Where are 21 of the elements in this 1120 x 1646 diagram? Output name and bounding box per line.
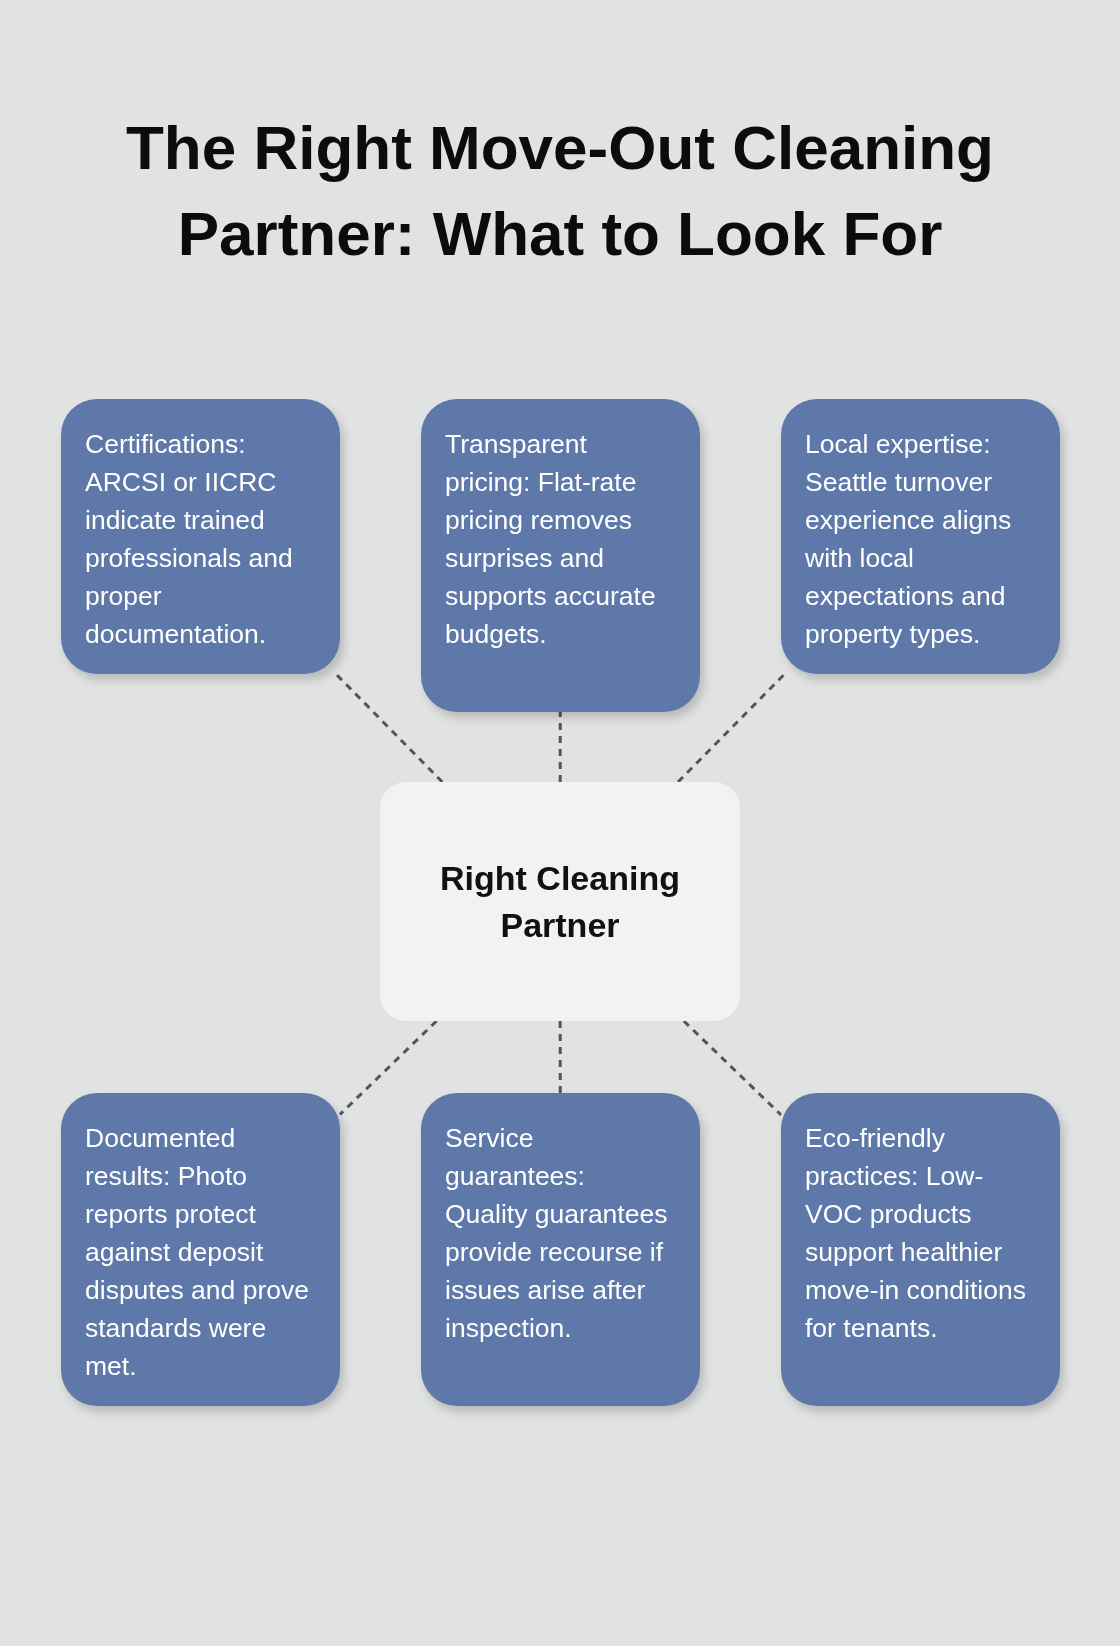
dashed-connector [558, 712, 562, 782]
feature-card [421, 399, 700, 712]
card-text: Transparent pricing: Flat-rate pricing removes surprises and supports accurate budgets. [445, 429, 656, 649]
dashed-connector [558, 1021, 562, 1093]
card-text: Eco-friendly practices: Low-VOC products support healthier move-in conditions for tenants. [805, 1123, 1026, 1343]
card-text: Certifications: ARCSI or IICRC indicate trained professionals and proper documentation. [85, 429, 293, 649]
feature-card [781, 1093, 1060, 1406]
feature-card [61, 399, 340, 674]
dashed-connector [338, 1019, 438, 1116]
feature-card [61, 1093, 340, 1406]
feature-card [781, 399, 1060, 674]
feature-card [421, 1093, 700, 1406]
card-text: Service guarantees: Quality guarantees provide recourse if issues arise after inspection. [445, 1123, 668, 1343]
card-text: Documented results: Photo reports protect against deposit disputes and prove standards were met. [85, 1123, 309, 1381]
center-label: Right Cleaning Partner [439, 857, 681, 946]
dashed-connector [334, 672, 444, 784]
title: The Right Move-Out Cleaning Partner: What to Look For [125, 112, 995, 270]
dashed-connector [676, 672, 786, 784]
card-text: Local expertise: Seattle turnover experience aligns with local expectations and property types. [805, 429, 1012, 649]
dashed-connector [682, 1019, 783, 1116]
center-box [380, 782, 740, 1021]
